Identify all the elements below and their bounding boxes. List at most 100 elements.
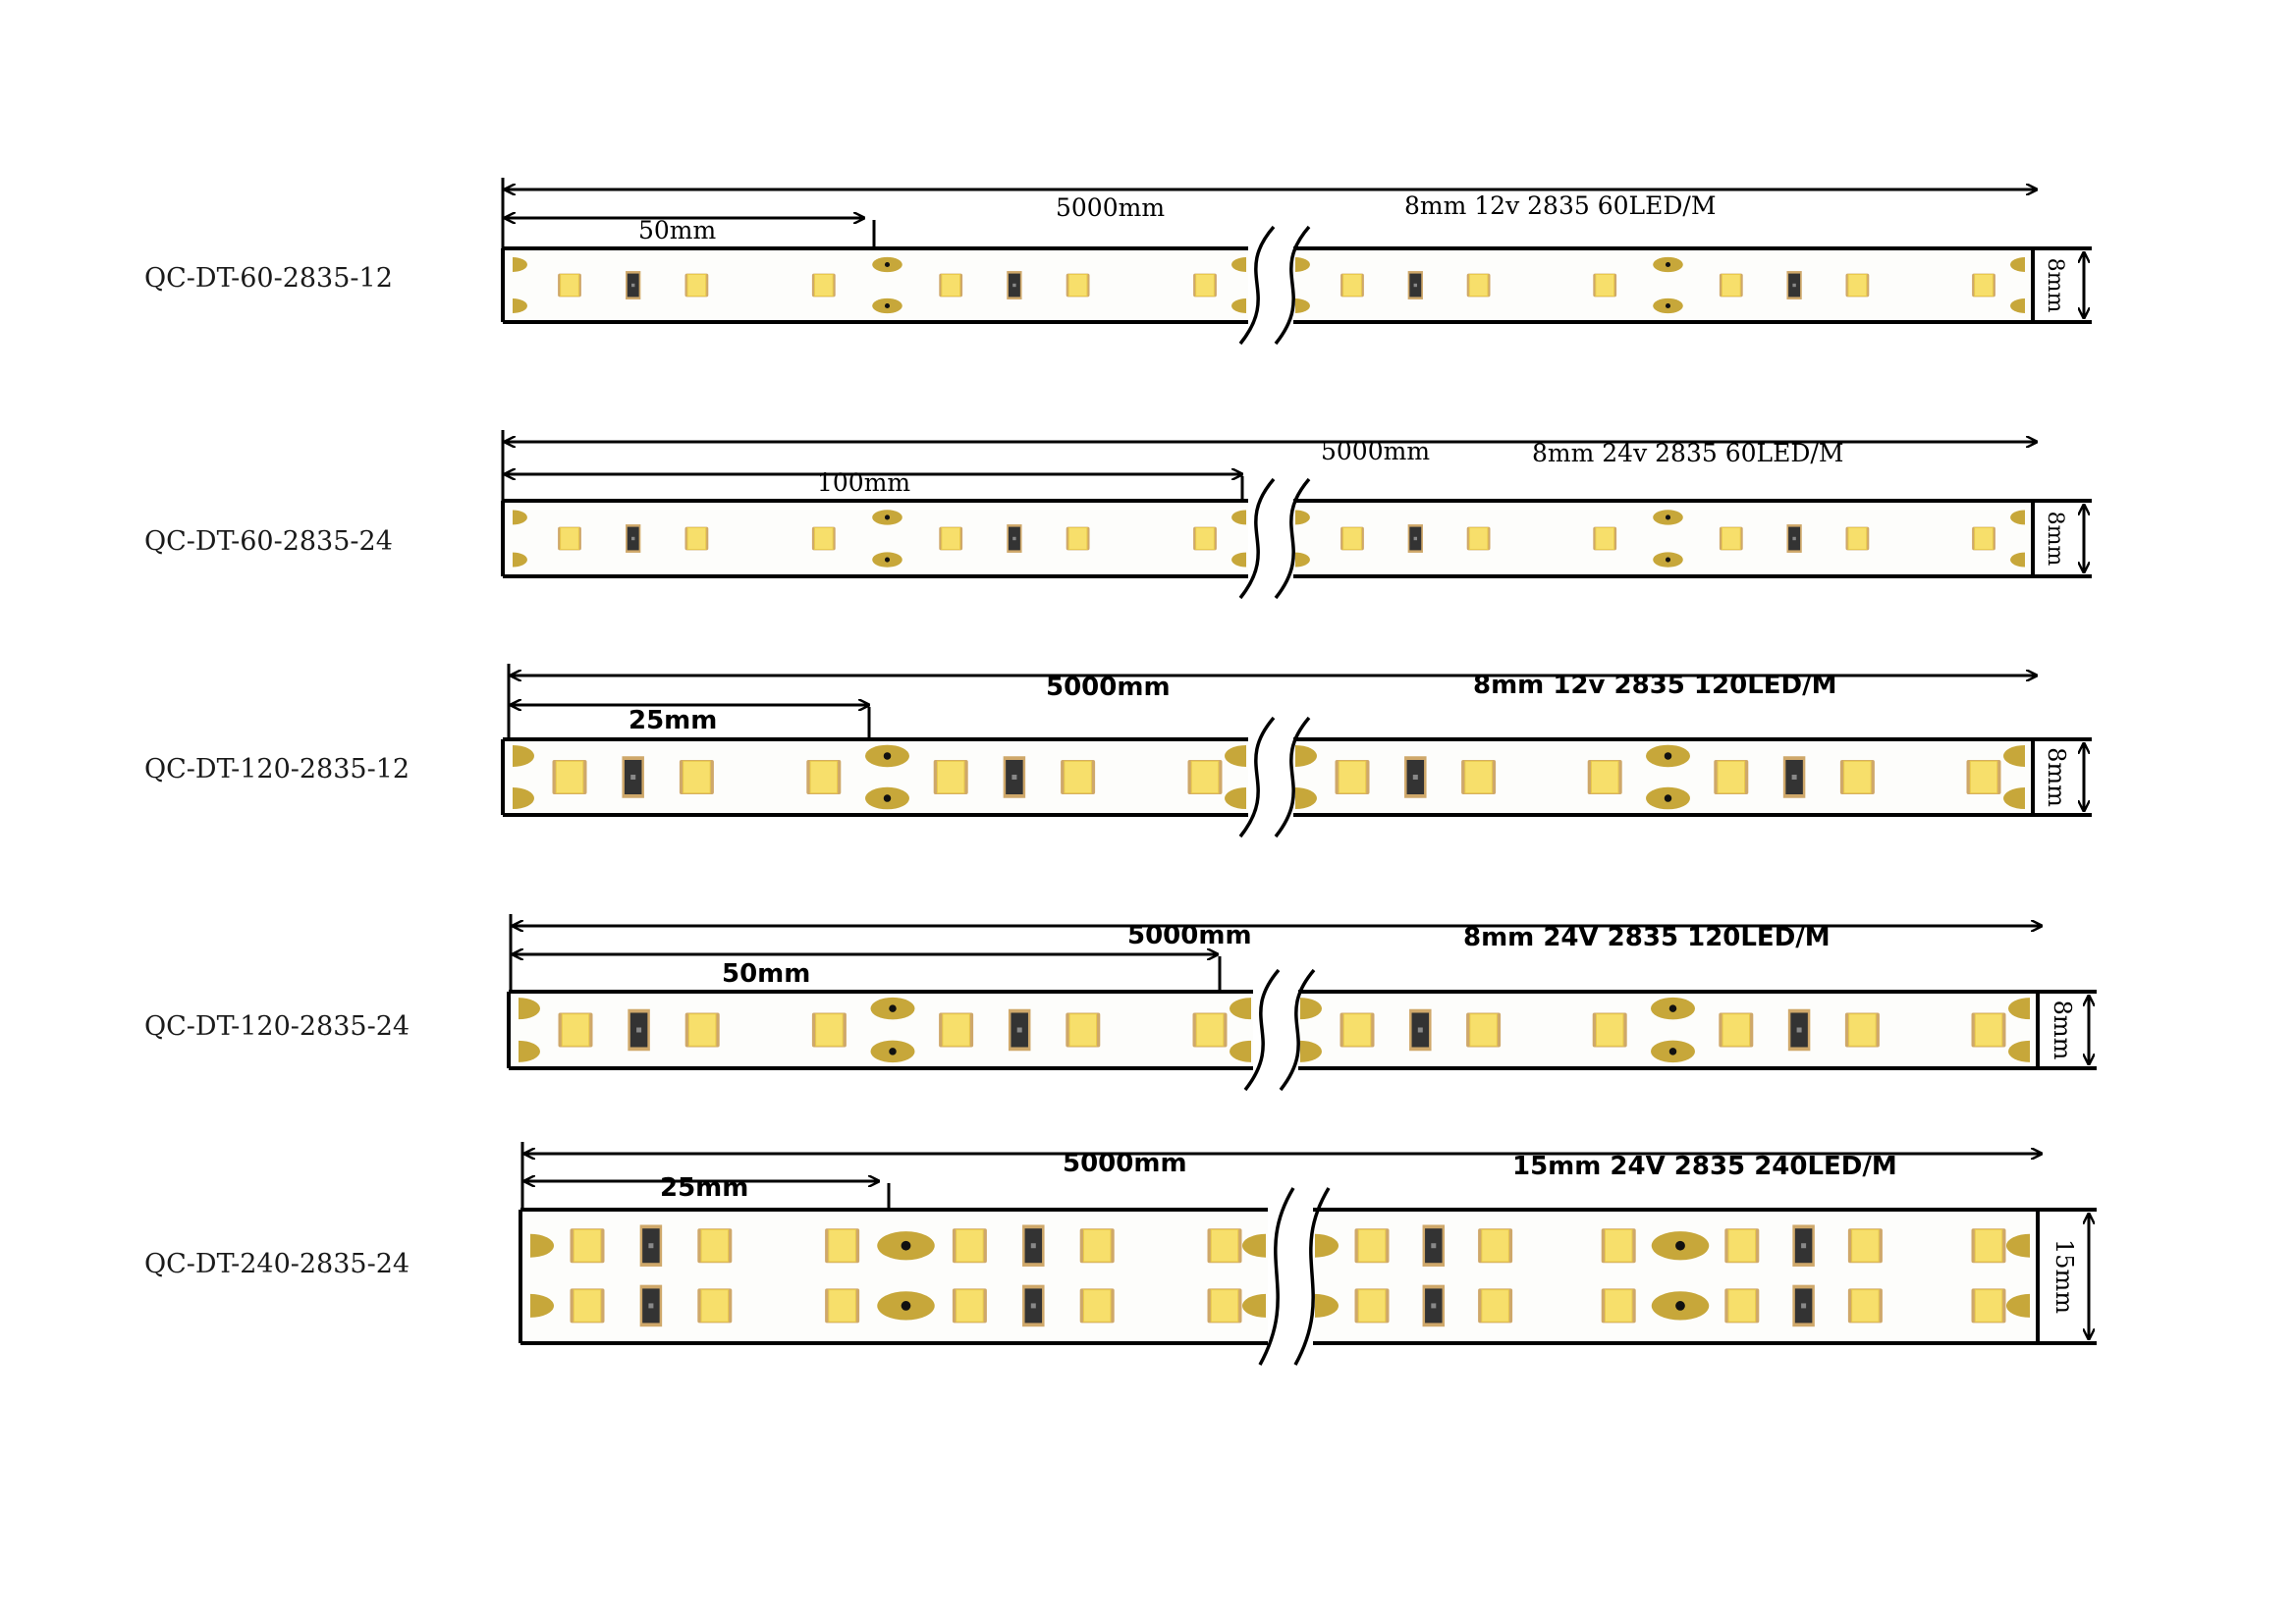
solder-pad bbox=[1295, 787, 1317, 810]
led-chip bbox=[828, 1228, 856, 1263]
led-chip bbox=[1342, 273, 1362, 298]
solder-pad bbox=[2007, 998, 2030, 1020]
led-chip bbox=[1721, 273, 1741, 298]
break-line bbox=[1238, 477, 1276, 600]
model-label: QC-DT-60-2835-12 bbox=[144, 263, 393, 294]
led-chip bbox=[942, 1013, 970, 1047]
solder-pad bbox=[1295, 744, 1317, 767]
led-chip bbox=[1342, 1013, 1372, 1047]
solder-pad bbox=[2006, 1233, 2030, 1258]
led-chip bbox=[687, 1013, 717, 1047]
cut-length-label: 25mm bbox=[660, 1173, 748, 1203]
model-label: QC-DT-120-2835-12 bbox=[144, 754, 410, 784]
solder-pad bbox=[1230, 998, 1251, 1020]
resistor-mark bbox=[1431, 1303, 1437, 1309]
resistor-mark bbox=[648, 1303, 654, 1309]
solder-pad bbox=[1295, 510, 1310, 525]
led-chip bbox=[1717, 760, 1746, 794]
led-chip bbox=[1974, 1013, 2003, 1047]
led-chip bbox=[1338, 760, 1367, 794]
led-chip bbox=[1195, 273, 1215, 298]
solder-pad bbox=[1225, 787, 1246, 810]
led-chip bbox=[686, 273, 707, 298]
led-chip bbox=[1590, 760, 1619, 794]
break-line bbox=[1238, 225, 1276, 346]
break-line bbox=[1293, 1187, 1331, 1366]
led-chip bbox=[1357, 1228, 1387, 1263]
resistor-mark bbox=[1431, 1243, 1437, 1249]
resistor-mark bbox=[1796, 1027, 1802, 1033]
led-chip bbox=[1843, 760, 1872, 794]
led-chip bbox=[686, 526, 707, 551]
led-chip bbox=[956, 1228, 984, 1263]
resistor-mark bbox=[630, 775, 636, 780]
solder-pad-hole bbox=[1665, 557, 1671, 563]
model-label: QC-DT-120-2835-24 bbox=[144, 1011, 410, 1042]
resistor-mark bbox=[1413, 283, 1417, 288]
led-chip bbox=[813, 526, 834, 551]
break-line bbox=[1238, 716, 1276, 839]
solder-pad bbox=[519, 1040, 540, 1062]
solder-pad-hole bbox=[1665, 302, 1671, 309]
led-chip bbox=[1974, 1289, 2003, 1323]
solder-pad bbox=[1230, 1040, 1251, 1062]
solder-pad bbox=[1231, 298, 1246, 313]
solder-pad-hole bbox=[889, 1048, 897, 1055]
led-chip bbox=[1064, 760, 1092, 794]
led-chip bbox=[1847, 273, 1868, 298]
solder-pad-hole bbox=[1668, 1048, 1677, 1055]
cut-length-label: 25mm bbox=[629, 706, 717, 735]
solder-pad bbox=[519, 998, 541, 1020]
led-chip bbox=[560, 526, 579, 551]
solder-pad bbox=[1295, 552, 1310, 568]
width-label: 15mm bbox=[2050, 1239, 2078, 1314]
resistor-mark bbox=[1012, 283, 1016, 288]
led-chip bbox=[936, 760, 965, 794]
led-chip bbox=[1974, 1228, 2003, 1263]
solder-pad bbox=[1315, 1233, 1339, 1258]
led-chip bbox=[561, 1013, 590, 1047]
solder-pad bbox=[2008, 1040, 2030, 1062]
solder-pad-hole bbox=[883, 794, 892, 802]
solder-pad bbox=[2003, 744, 2025, 767]
led-chip bbox=[683, 760, 711, 794]
solder-pad bbox=[513, 744, 534, 767]
led-chip bbox=[1969, 760, 1998, 794]
led-chip bbox=[700, 1289, 730, 1323]
resistor-mark bbox=[1792, 283, 1796, 288]
resistor-mark bbox=[636, 1027, 642, 1033]
solder-pad-hole bbox=[901, 1301, 911, 1311]
led-chip bbox=[700, 1228, 730, 1263]
resistor-mark bbox=[1412, 775, 1418, 780]
led-chip bbox=[1468, 526, 1489, 551]
solder-pad bbox=[1225, 744, 1246, 767]
width-label: 8mm bbox=[2043, 512, 2067, 567]
solder-pad bbox=[2010, 298, 2025, 313]
spec-label: 15mm 24V 2835 240LED/M bbox=[1512, 1152, 1897, 1181]
led-chip bbox=[560, 273, 579, 298]
solder-pad-hole bbox=[884, 557, 891, 563]
spec-label: 8mm 24v 2835 60LED/M bbox=[1532, 439, 1843, 467]
total-length-label: 5000mm bbox=[1063, 1149, 1187, 1178]
width-label: 8mm bbox=[2049, 1001, 2076, 1060]
led-chip bbox=[1604, 1228, 1633, 1263]
solder-pad-hole bbox=[1675, 1240, 1685, 1251]
solder-pad bbox=[530, 1233, 554, 1258]
led-chip bbox=[1847, 526, 1868, 551]
resistor-mark bbox=[1030, 1303, 1036, 1309]
solder-pad-hole bbox=[1665, 261, 1671, 268]
led-chip bbox=[1851, 1289, 1880, 1323]
width-label: 8mm bbox=[2043, 258, 2067, 313]
total-length-label: 5000mm bbox=[1127, 921, 1252, 950]
break-line bbox=[1279, 968, 1316, 1092]
solder-pad-hole bbox=[1664, 752, 1672, 760]
solder-pad bbox=[513, 298, 527, 313]
spec-label: 8mm 24V 2835 120LED/M bbox=[1463, 923, 1831, 952]
strip-group: QC-DT-120-2835-24 5000mm 8mm 24V 2835 120L… bbox=[144, 914, 2097, 1092]
led-chip bbox=[1974, 526, 1994, 551]
cut-length-label: 50mm bbox=[638, 216, 717, 244]
break-line bbox=[1274, 477, 1311, 600]
solder-pad-hole bbox=[883, 752, 892, 760]
cut-length-label: 50mm bbox=[722, 959, 810, 989]
led-chip bbox=[1067, 526, 1088, 551]
